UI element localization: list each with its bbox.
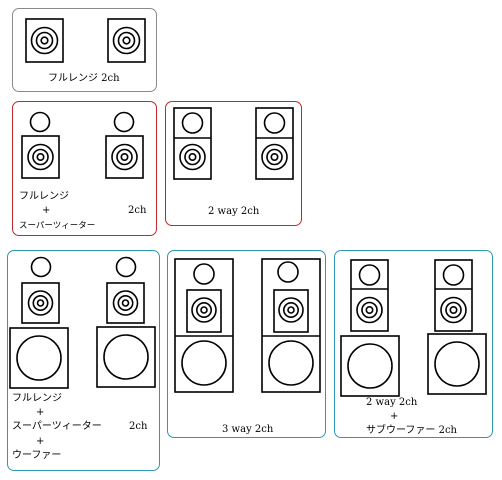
label-plus: +: [42, 205, 51, 216]
speaker-full-range-right: [107, 18, 146, 63]
speaker-two-way-left: [350, 259, 389, 332]
label-full-range: フルレンジ 2ch: [48, 73, 120, 84]
label-super-tweeter: スーパーツィーター: [12, 421, 102, 432]
speaker-subwoofer-right: [427, 333, 487, 395]
label-two-way: 2 way 2ch: [208, 206, 260, 217]
speaker-subwoofer-left: [340, 335, 400, 397]
label-two-way: 2 way 2ch: [366, 397, 418, 408]
speaker-full-range-left: [21, 282, 60, 324]
speaker-three-way-right: [261, 258, 321, 393]
label-woofer: ウーファー: [12, 450, 62, 461]
speaker-full-range-left: [25, 18, 64, 63]
label-three-way: 3 way 2ch: [222, 424, 274, 435]
label-full-range: フルレンジ: [12, 393, 62, 404]
label-plus: +: [36, 407, 45, 418]
label-full-range: フルレンジ: [19, 191, 69, 202]
label-plus: +: [390, 411, 399, 422]
speaker-super-tweeter-right: [113, 111, 135, 133]
speaker-two-way-right: [434, 259, 473, 332]
speaker-woofer-left: [9, 327, 69, 389]
speaker-full-range-right: [106, 282, 145, 324]
speaker-woofer-right: [96, 326, 156, 388]
speaker-two-way-left: [173, 107, 212, 180]
label-channels: 2ch: [128, 205, 147, 216]
panel-full-range-super-tweeter-woofer: [7, 250, 160, 471]
speaker-super-tweeter-left: [29, 111, 51, 133]
label-plus: +: [36, 436, 45, 447]
label-super-tweeter: スーパーツィーター: [19, 221, 96, 231]
speaker-full-range-right: [105, 135, 144, 179]
speaker-full-range-left: [21, 135, 60, 179]
speaker-super-tweeter-left: [30, 256, 52, 278]
speaker-super-tweeter-right: [115, 256, 137, 278]
speaker-two-way-right: [255, 107, 294, 180]
speaker-three-way-left: [174, 258, 234, 393]
label-channels: 2ch: [129, 421, 148, 432]
label-subwoofer: サブウーファー 2ch: [366, 425, 457, 436]
